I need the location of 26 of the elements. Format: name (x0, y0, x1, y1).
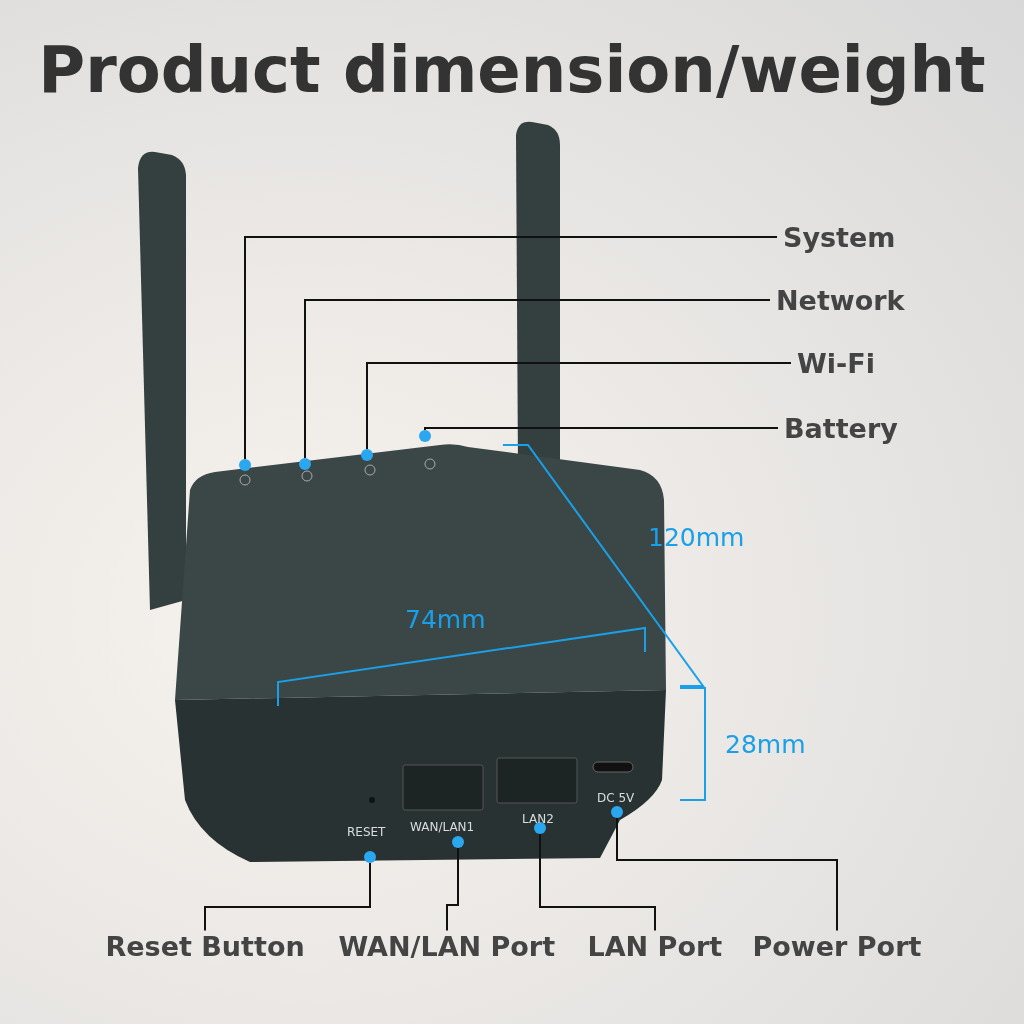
leader-line (304, 299, 771, 459)
port-label: RESET (347, 826, 386, 838)
connection-dot (299, 458, 311, 470)
leader-line (204, 862, 371, 932)
connection-dot (419, 430, 431, 442)
callout-label: Wi-Fi (797, 349, 875, 377)
callout-label: Battery (784, 414, 898, 442)
dimension-label: 28mm (725, 732, 806, 757)
leader-line (366, 362, 792, 450)
connection-dot (534, 822, 546, 834)
callout-label: LAN Port (587, 932, 723, 960)
port-label: WAN/LAN1 (410, 821, 475, 833)
leader-line (244, 236, 778, 460)
callout-label: System (783, 223, 896, 251)
callout-label: Network (776, 286, 905, 314)
dimension-label: 74mm (405, 607, 486, 632)
port-label: LAN2 (522, 813, 554, 825)
connection-dot (361, 449, 373, 461)
leader-line (446, 847, 459, 932)
callout-label: Power Port (752, 932, 922, 960)
callout-label: Reset Button (105, 932, 305, 960)
leader-line (424, 427, 779, 431)
connection-dot (239, 459, 251, 471)
leader-line (539, 833, 656, 932)
callout-label: WAN/LAN Port (338, 932, 556, 960)
port-label: DC 5V (597, 792, 635, 804)
